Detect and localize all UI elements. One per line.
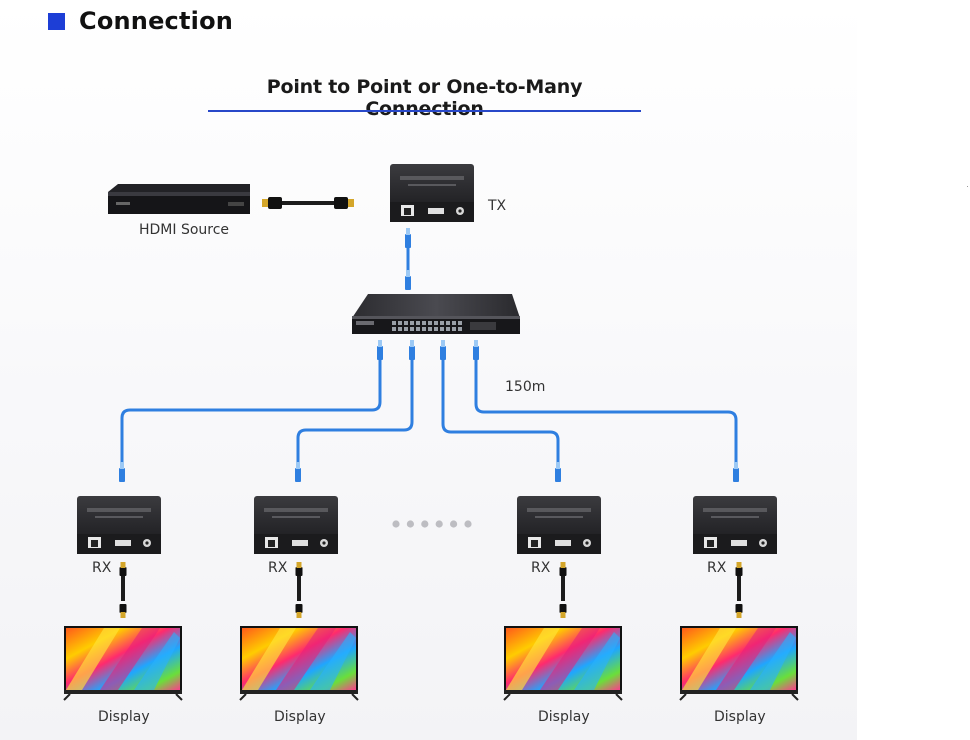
ethernet-cable-rx-1 bbox=[119, 340, 383, 482]
diagram-title: Point to Point or One-to-Many Connection bbox=[266, 76, 583, 120]
title-underline bbox=[208, 110, 641, 112]
display-label-2: Display bbox=[274, 709, 326, 725]
ethernet-cable-rx-4 bbox=[473, 340, 739, 482]
hdmi-cable-source bbox=[262, 197, 354, 209]
corner-dot bbox=[967, 186, 968, 187]
rx-extender-3 bbox=[517, 496, 601, 554]
network-switch bbox=[352, 294, 520, 334]
display-3 bbox=[503, 625, 623, 701]
tx-label: TX bbox=[488, 198, 507, 214]
hdmi-cable-display-4 bbox=[735, 562, 743, 618]
display-label-1: Display bbox=[98, 709, 150, 725]
hdmi-cable-display-3 bbox=[559, 562, 567, 618]
section-header: Connection bbox=[48, 6, 233, 36]
hdmi-cable-display-2 bbox=[295, 562, 303, 618]
display-label-4: Display bbox=[714, 709, 766, 725]
content-panel bbox=[0, 0, 857, 740]
display-4 bbox=[679, 625, 799, 701]
display-2 bbox=[239, 625, 359, 701]
section-title: Connection bbox=[79, 7, 234, 35]
rx-label-3: RX bbox=[531, 560, 551, 576]
tx-extender bbox=[390, 164, 474, 222]
ellipsis-dot bbox=[464, 520, 472, 528]
ellipsis-dot bbox=[392, 520, 400, 528]
display-1 bbox=[63, 625, 183, 701]
distance-label: 150m bbox=[505, 379, 546, 395]
hdmi-cable-display-1 bbox=[119, 562, 127, 618]
ellipsis-dot bbox=[406, 520, 414, 528]
section-square-icon bbox=[48, 12, 65, 30]
display-label-3: Display bbox=[538, 709, 590, 725]
rx-extender-4 bbox=[693, 496, 777, 554]
hdmi-source-label: HDMI Source bbox=[139, 222, 230, 238]
ethernet-cable-rx-2 bbox=[295, 340, 415, 482]
rx-extender-2 bbox=[254, 496, 338, 554]
rx-label-2: RX bbox=[268, 560, 288, 576]
rx-label-1: RX bbox=[92, 560, 112, 576]
rx-extender-1 bbox=[77, 496, 161, 554]
ethernet-cable-rx-3 bbox=[440, 340, 561, 482]
hdmi-source-device bbox=[108, 184, 250, 214]
ethernet-cable-tx bbox=[405, 228, 411, 290]
ellipsis-dot bbox=[450, 520, 458, 528]
more-receivers-ellipsis bbox=[392, 520, 472, 528]
ellipsis-dot bbox=[421, 520, 429, 528]
ellipsis-dot bbox=[435, 520, 443, 528]
rx-label-4: RX bbox=[707, 560, 727, 576]
